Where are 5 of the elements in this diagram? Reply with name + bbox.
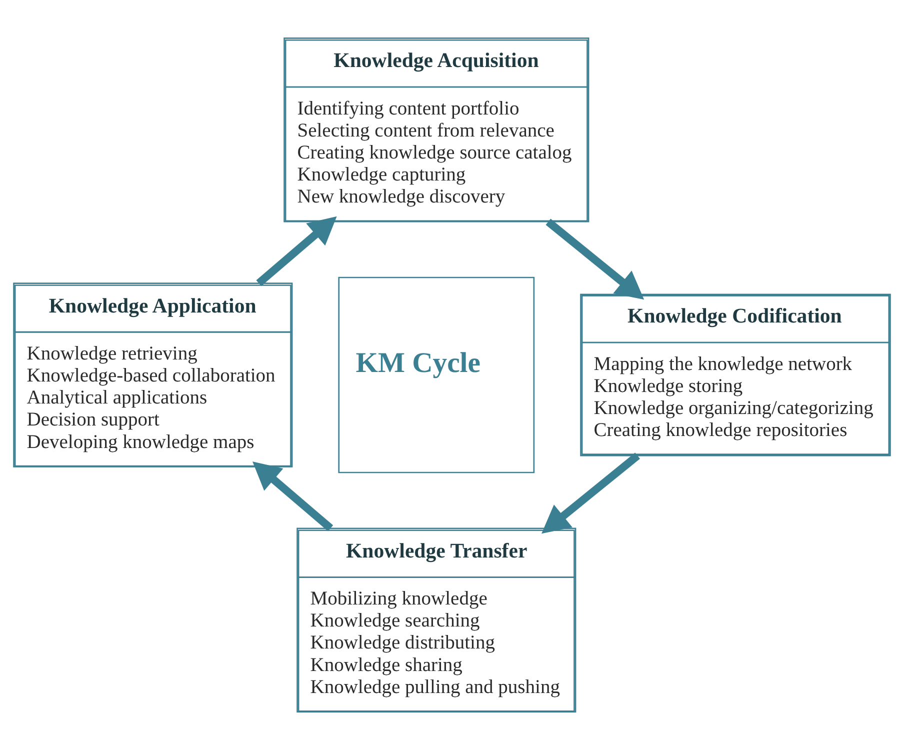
arrow (542, 452, 640, 534)
node-box: KM Cycle (338, 276, 535, 474)
arrow (546, 218, 644, 300)
arrow (256, 216, 337, 286)
arrow (252, 462, 334, 532)
